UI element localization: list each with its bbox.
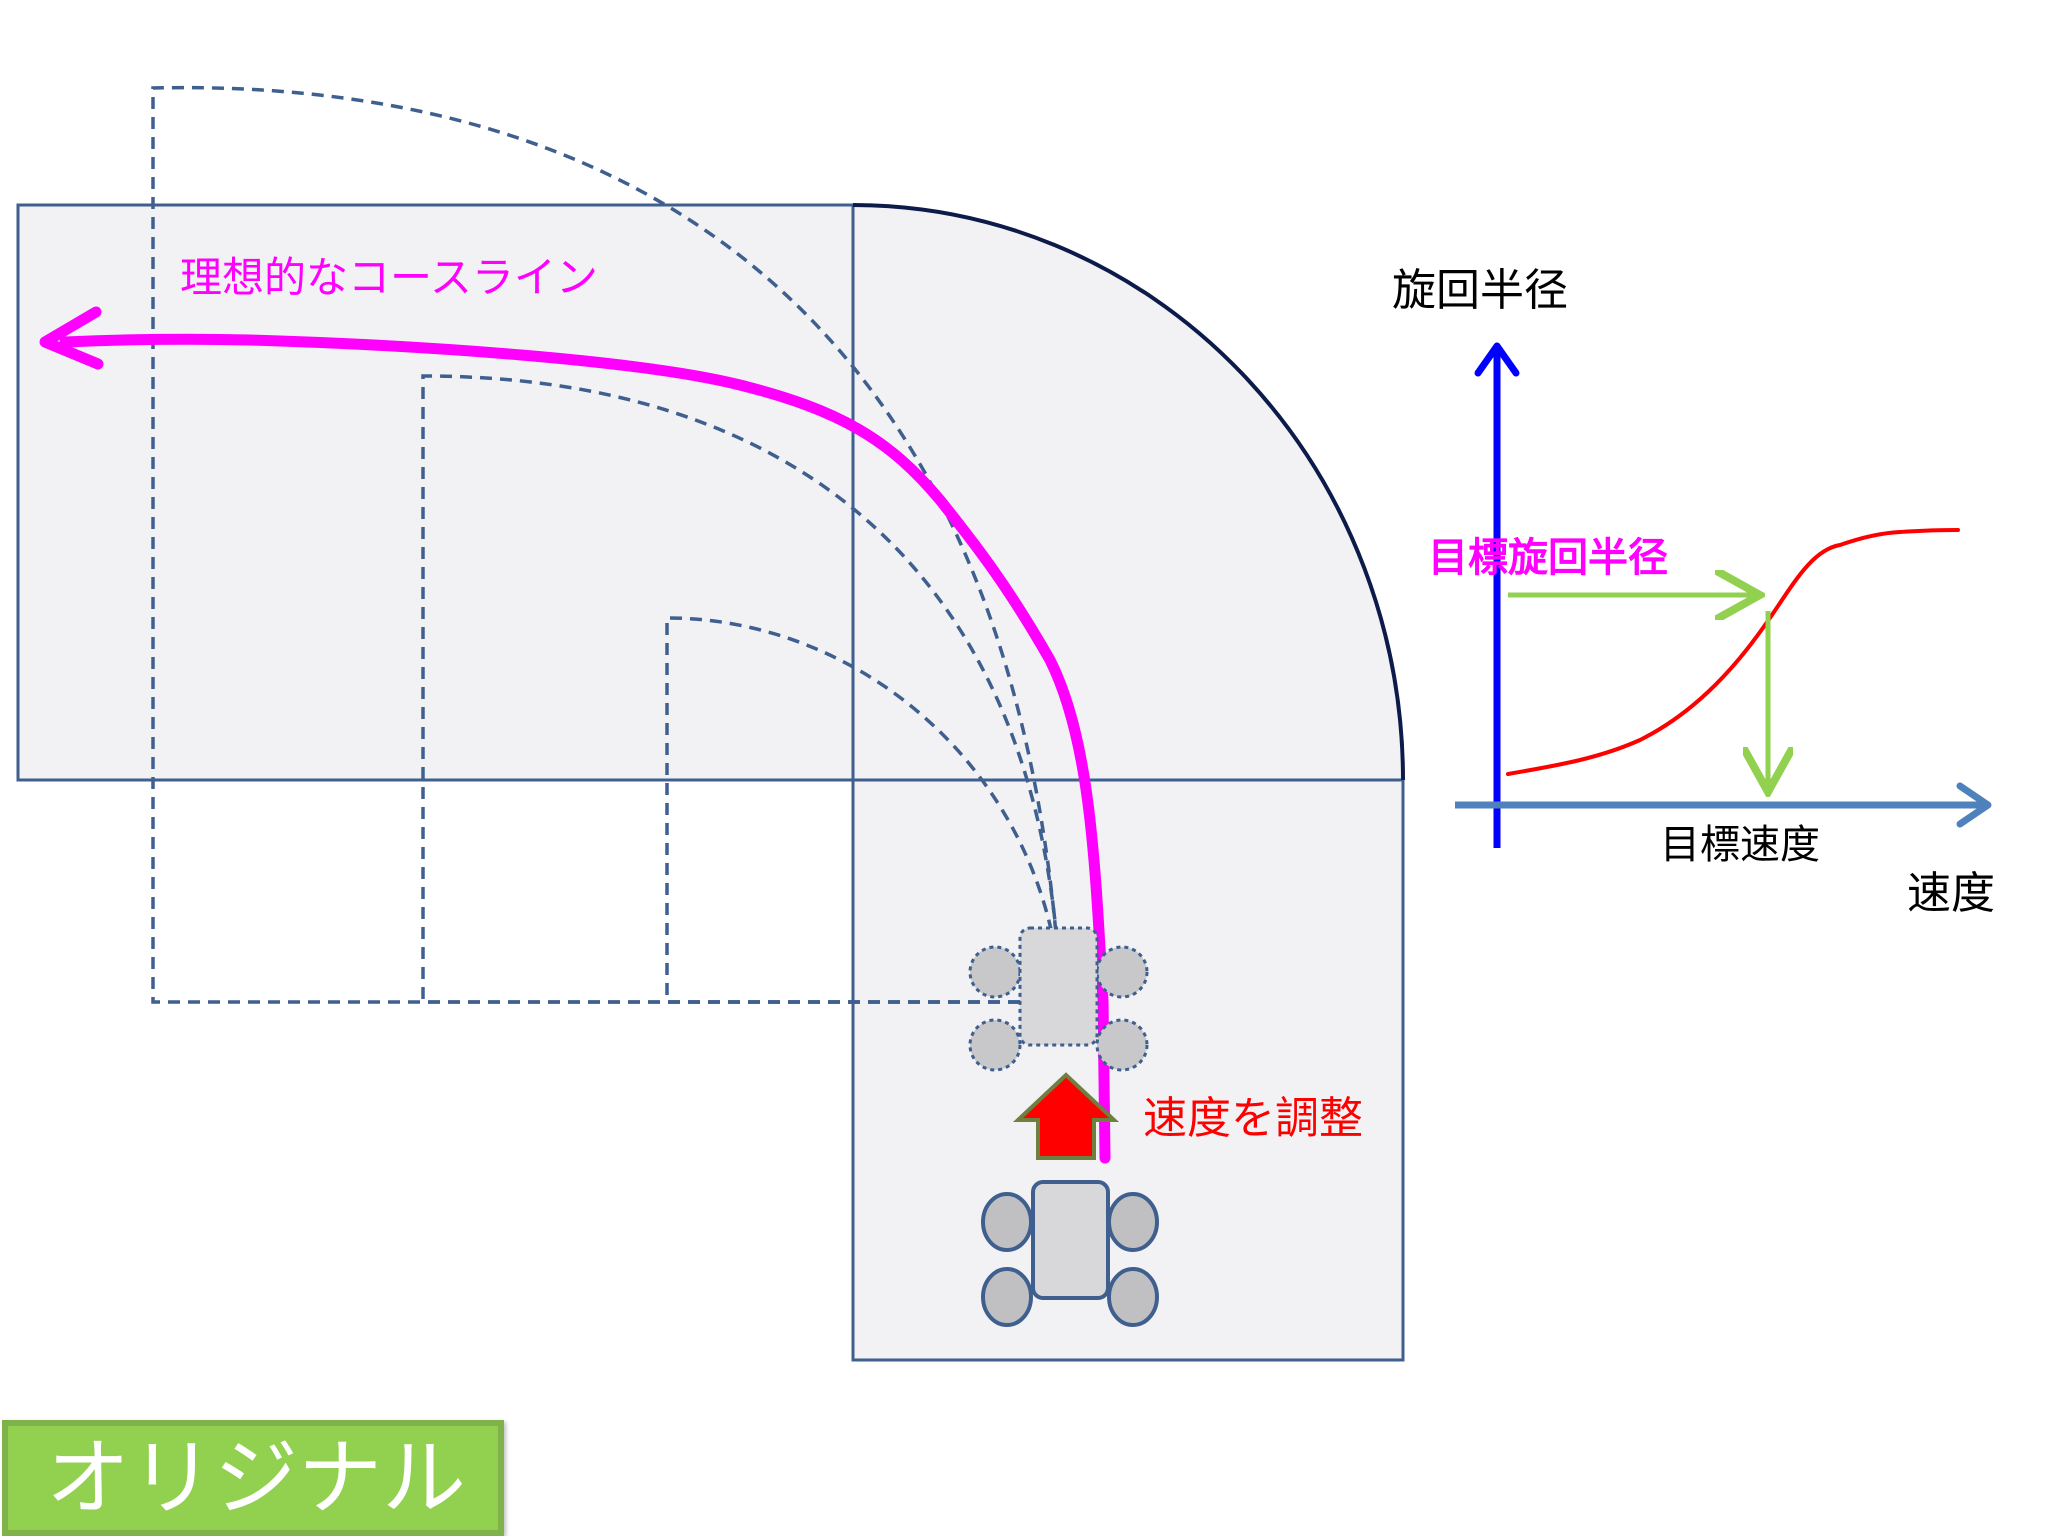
original-badge-label: オリジナル xyxy=(46,1429,467,1527)
radius-speed-graph: 旋回半径 目標旋回半径 目標速度 速度 xyxy=(1392,265,1995,919)
original-badge: オリジナル xyxy=(2,1420,504,1536)
wheel-front-right xyxy=(1107,1192,1159,1252)
ghost-wheel-rear-left xyxy=(968,1018,1022,1072)
ideal-course-arrowhead xyxy=(39,306,104,370)
outer-corner-arc xyxy=(852,203,1405,781)
wheel-front-left xyxy=(981,1192,1033,1252)
ghost-wheel-rear-right xyxy=(1095,1018,1149,1072)
ghost-wheel-front-right xyxy=(1095,945,1149,999)
wheel-rear-left xyxy=(981,1267,1033,1327)
y-axis-arrowhead xyxy=(1474,342,1520,377)
vehicle-body xyxy=(1031,1180,1110,1300)
y-axis-label: 旋回半径 xyxy=(1392,265,1568,316)
dashed-path-large xyxy=(151,85,1062,1004)
ideal-course-line xyxy=(59,333,1111,1164)
dashed-turning-paths xyxy=(151,85,1062,1004)
target-speed-label: 目標速度 xyxy=(1660,822,1820,868)
target-radius-label: 目標旋回半径 xyxy=(1428,535,1668,581)
speed-adjust-label: 速度を調整 xyxy=(1143,1093,1363,1144)
x-axis-arrowhead xyxy=(1956,782,1992,828)
wheel-rear-right xyxy=(1107,1267,1159,1327)
ghost-vehicle-body xyxy=(1018,926,1099,1047)
speed-up-arrow-icon xyxy=(1012,1072,1120,1160)
dashed-path-small xyxy=(665,616,1062,1004)
ghost-wheel-front-left xyxy=(968,945,1022,999)
ideal-course-label: 理想的なコースライン xyxy=(180,253,598,302)
vehicle xyxy=(981,1180,1159,1327)
dashed-path-medium xyxy=(421,374,1062,1004)
road-horizontal xyxy=(16,203,855,782)
ghost-vehicle xyxy=(968,926,1149,1072)
x-axis-label: 速度 xyxy=(1907,868,1995,919)
